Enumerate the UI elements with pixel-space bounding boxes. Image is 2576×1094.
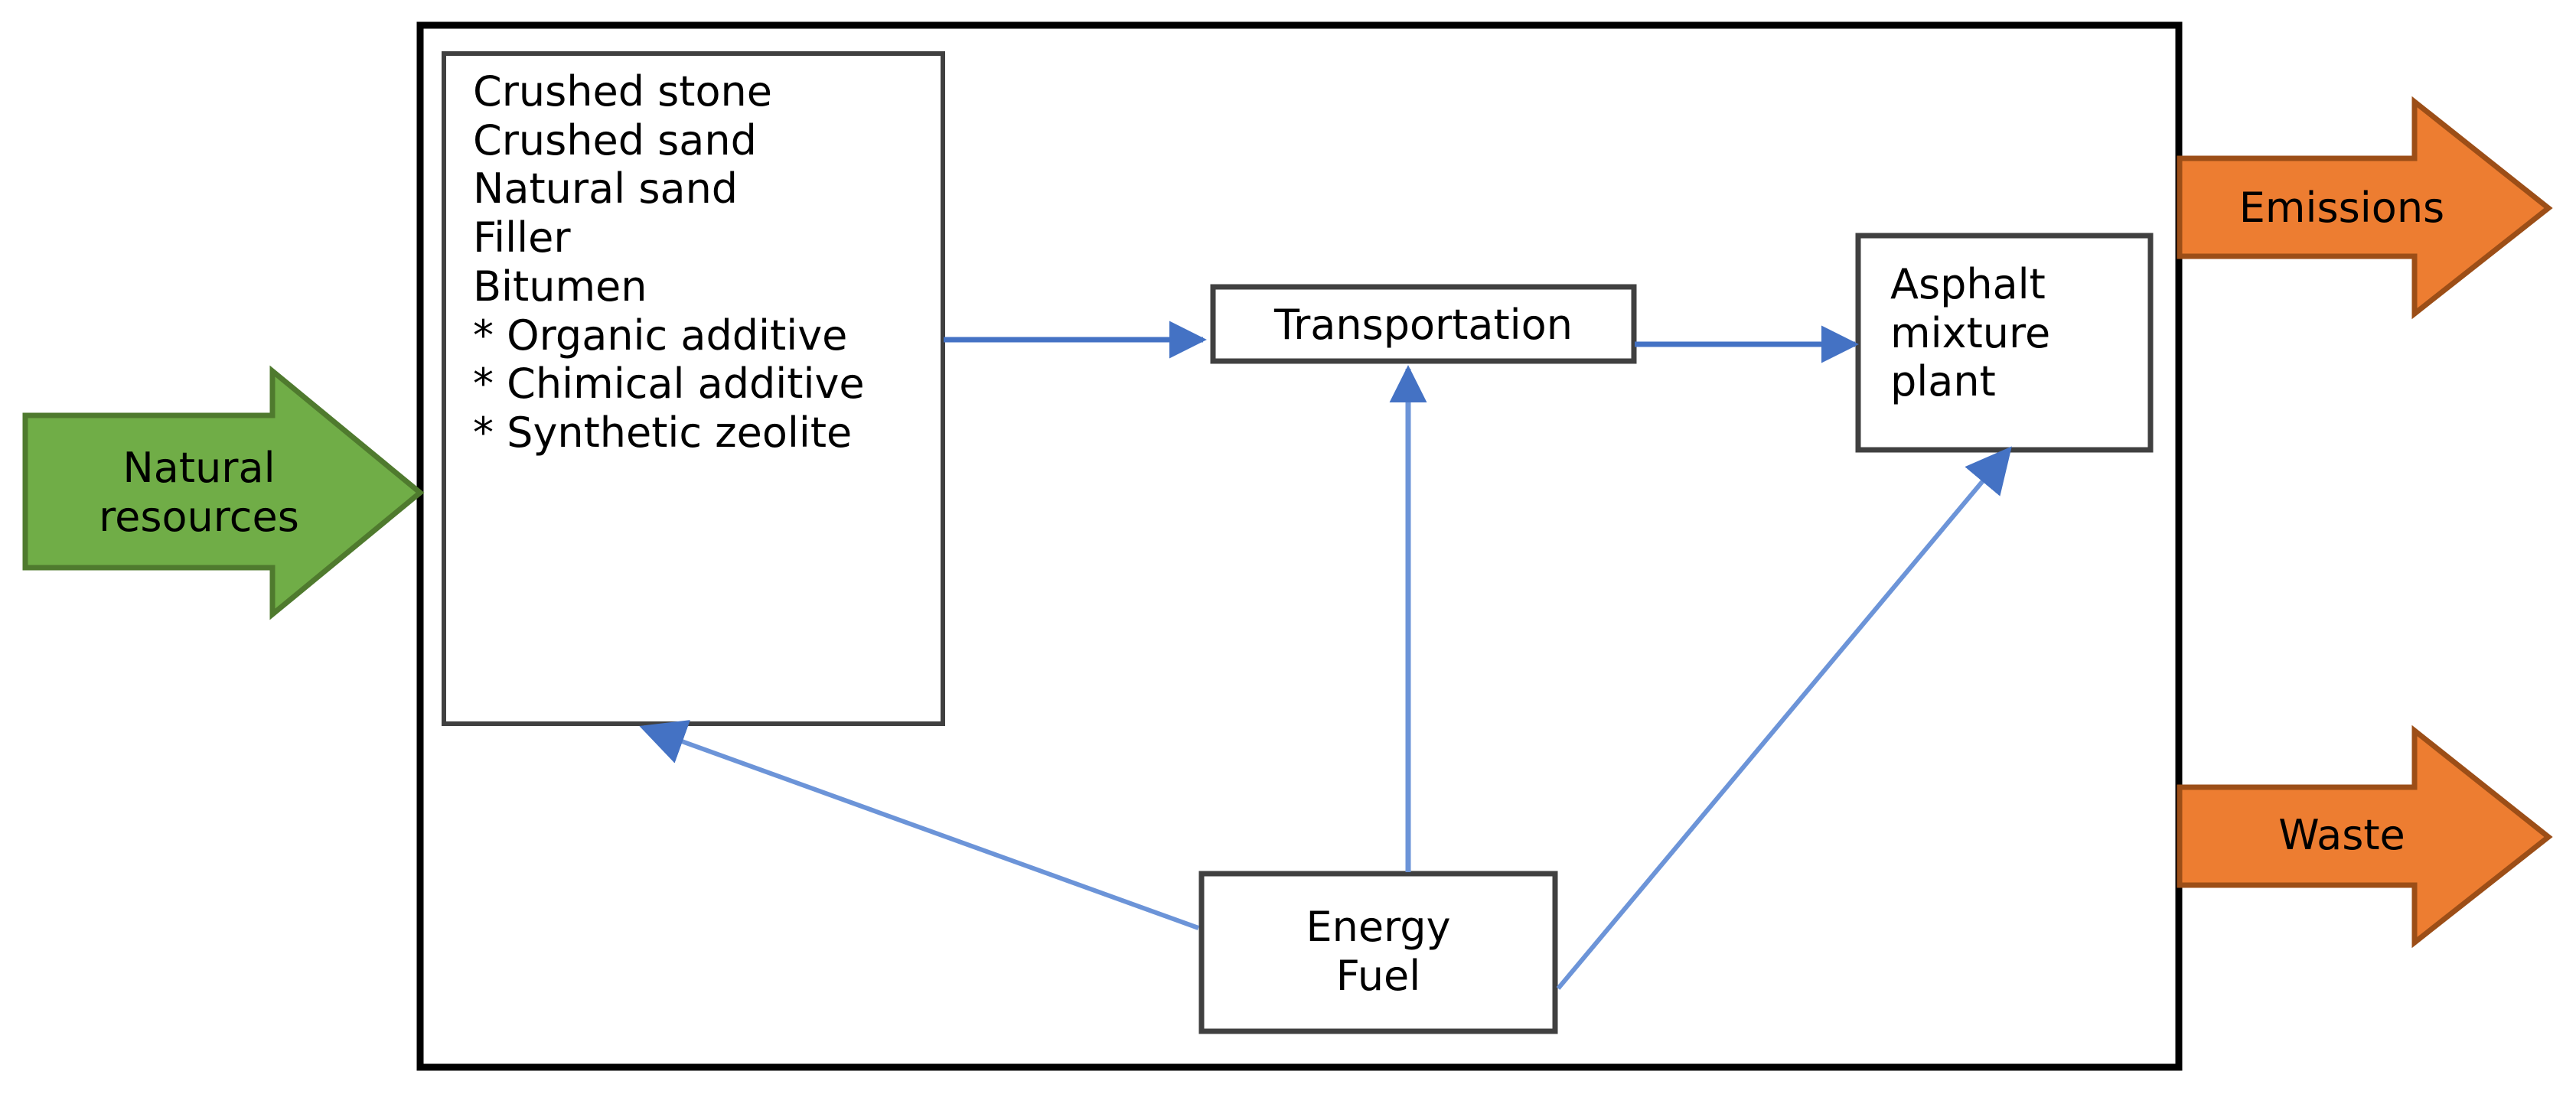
transportation-box	[1210, 284, 1637, 364]
emissions-arrow	[2177, 96, 2553, 320]
natural-resources-arrow	[22, 365, 425, 620]
asphalt-plant-box	[1855, 233, 2154, 453]
materials-box	[442, 51, 945, 726]
waste-arrow	[2177, 724, 2553, 949]
connector-energy-to-asphalt-plant	[1556, 446, 2012, 990]
connector-energy-to-materials	[639, 720, 1200, 930]
energy-fuel-box	[1198, 871, 1558, 1034]
